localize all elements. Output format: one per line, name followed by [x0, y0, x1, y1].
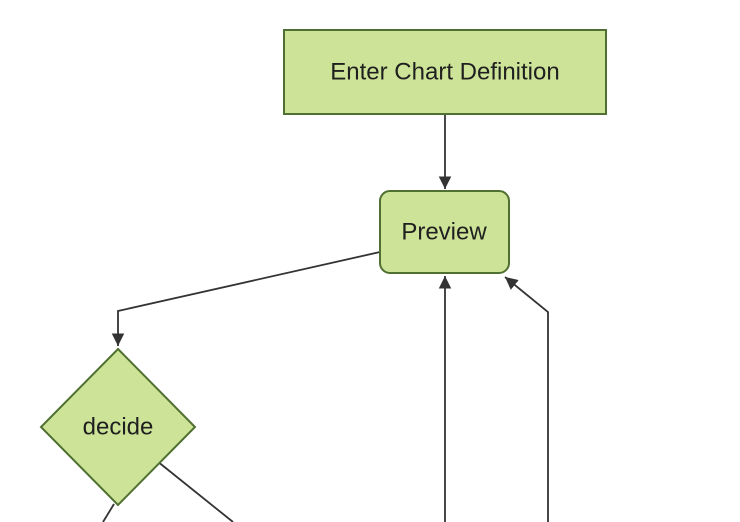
node-decide-label: decide — [83, 414, 154, 441]
node-enter-chart-definition-shape — [283, 29, 607, 115]
node-enter-chart-definition-label: Enter Chart Definition — [330, 59, 559, 86]
edge-decide-to-offscreen-bottomright — [156, 460, 234, 522]
edge-decide-to-offscreen-bottomleft — [102, 503, 115, 522]
node-preview: Preview — [379, 190, 510, 274]
edge-offscreen-bottomright-to-preview — [504, 276, 549, 522]
node-preview-label: Preview — [401, 219, 487, 246]
node-decide-shape — [39, 347, 197, 507]
edge-preview-to-decide — [111, 251, 381, 346]
node-decide: decide — [39, 347, 197, 507]
node-enter-chart-definition: Enter Chart Definition — [283, 29, 607, 115]
node-preview-shape — [379, 190, 510, 274]
